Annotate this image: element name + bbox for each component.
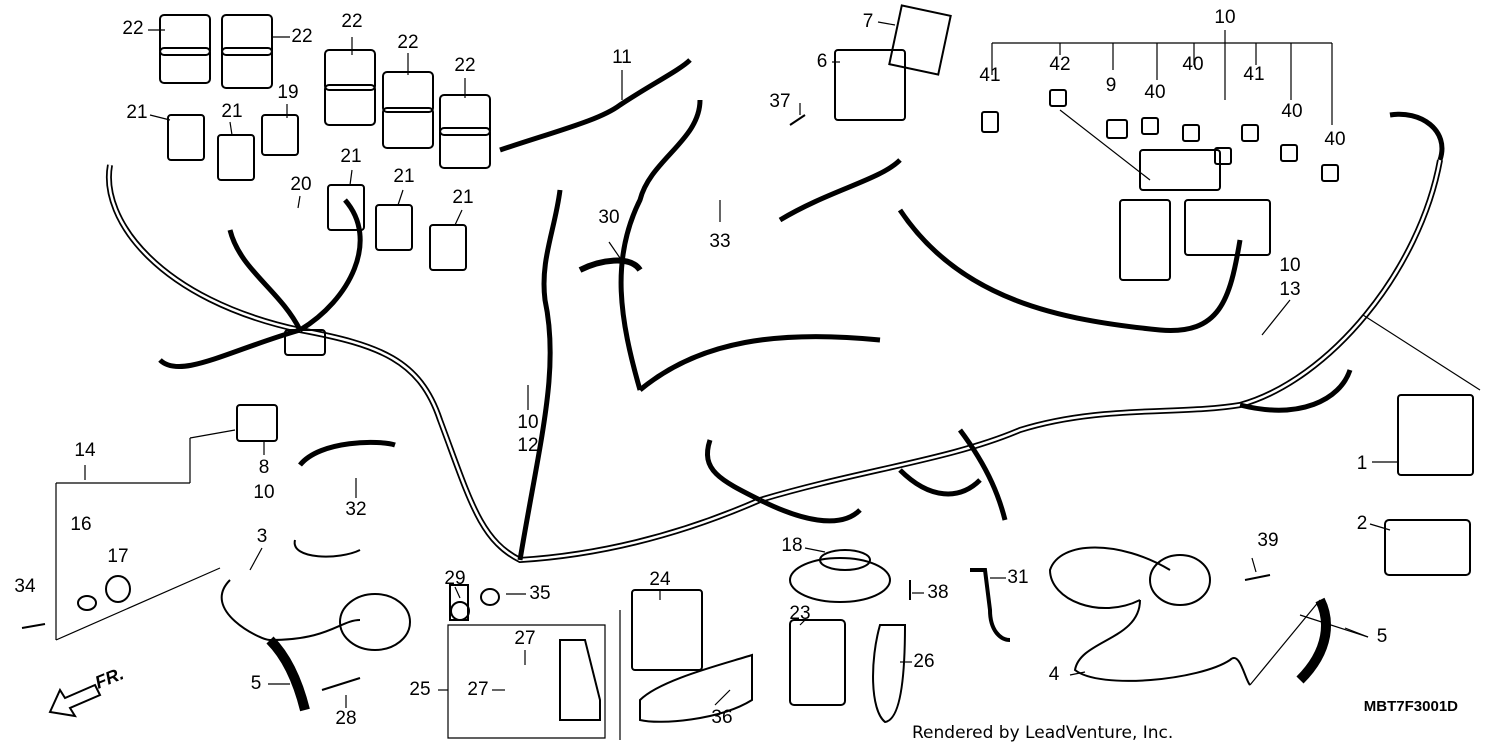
- callout-22b: 22: [291, 26, 313, 47]
- callout-27b: 27: [467, 679, 489, 700]
- callout-10-top: 10: [1214, 7, 1236, 28]
- brackets-and-straps: [21, 114, 1271, 724]
- callout-39: 39: [1257, 530, 1279, 551]
- callout-7: 7: [862, 11, 874, 32]
- callout-36: 36: [711, 707, 733, 728]
- callout-16: 16: [70, 514, 92, 535]
- callout-37: 37: [769, 91, 791, 112]
- fuse-group: [981, 89, 1339, 182]
- callout-21e: 21: [452, 187, 474, 208]
- callout-14: 14: [74, 440, 96, 461]
- callout-5-right: 5: [1376, 626, 1388, 647]
- callout-21c: 21: [340, 146, 362, 167]
- render-credit: Rendered by LeadVenture, Inc.: [912, 723, 1174, 743]
- callout-12: 12: [517, 435, 539, 456]
- front-direction-arrow: [48, 683, 102, 718]
- callout-6: 6: [816, 51, 828, 72]
- callout-5-left: 5: [250, 673, 262, 694]
- callout-34: 34: [14, 576, 36, 597]
- callout-17: 17: [107, 546, 129, 567]
- callout-13: 13: [1279, 279, 1301, 300]
- callout-25: 25: [409, 679, 431, 700]
- callout-31: 31: [1007, 567, 1029, 588]
- callout-40b: 40: [1182, 54, 1204, 75]
- callout-30: 30: [598, 207, 620, 228]
- callout-10-right: 10: [1279, 255, 1301, 276]
- callout-28: 28: [335, 708, 357, 729]
- callout-42: 42: [1049, 54, 1071, 75]
- callout-35: 35: [529, 583, 551, 604]
- callout-1: 1: [1356, 453, 1368, 474]
- relay-blocks: [159, 4, 1474, 706]
- diagram-code: MBT7F3001D: [1363, 698, 1458, 715]
- callout-40c: 40: [1281, 101, 1303, 122]
- callout-10-left: 10: [253, 482, 275, 503]
- leader-lines: [55, 21, 1481, 740]
- callout-41b: 41: [1243, 64, 1265, 85]
- callout-40d: 40: [1324, 129, 1346, 150]
- callout-21a: 21: [126, 102, 148, 123]
- callout-19: 19: [277, 82, 299, 103]
- callout-38: 38: [927, 582, 949, 603]
- callout-22a: 22: [122, 18, 144, 39]
- callout-41a: 41: [979, 65, 1001, 86]
- callout-26: 26: [913, 651, 935, 672]
- callout-21d: 21: [393, 166, 415, 187]
- callout-22e: 22: [454, 55, 476, 76]
- callout-33: 33: [709, 231, 731, 252]
- callout-10-mid: 10: [517, 412, 539, 433]
- horn: [789, 549, 891, 603]
- callout-23: 23: [789, 603, 811, 624]
- ignition-coils: [220, 539, 1331, 712]
- callout-32: 32: [345, 499, 367, 520]
- main-harness: [105, 58, 1445, 564]
- callout-9: 9: [1105, 75, 1117, 96]
- callout-2: 2: [1356, 513, 1368, 534]
- callout-18: 18: [781, 535, 803, 556]
- callout-40a: 40: [1144, 82, 1166, 103]
- callout-22c: 22: [341, 11, 363, 32]
- callout-29: 29: [444, 568, 466, 589]
- callout-3: 3: [256, 526, 268, 547]
- callout-4: 4: [1048, 664, 1060, 685]
- callout-21b: 21: [221, 101, 243, 122]
- callout-22d: 22: [397, 32, 419, 53]
- callout-8: 8: [258, 457, 270, 478]
- callout-24: 24: [649, 569, 671, 590]
- callout-11: 11: [612, 47, 632, 68]
- callout-20: 20: [290, 174, 312, 195]
- callout-27a: 27: [514, 628, 536, 649]
